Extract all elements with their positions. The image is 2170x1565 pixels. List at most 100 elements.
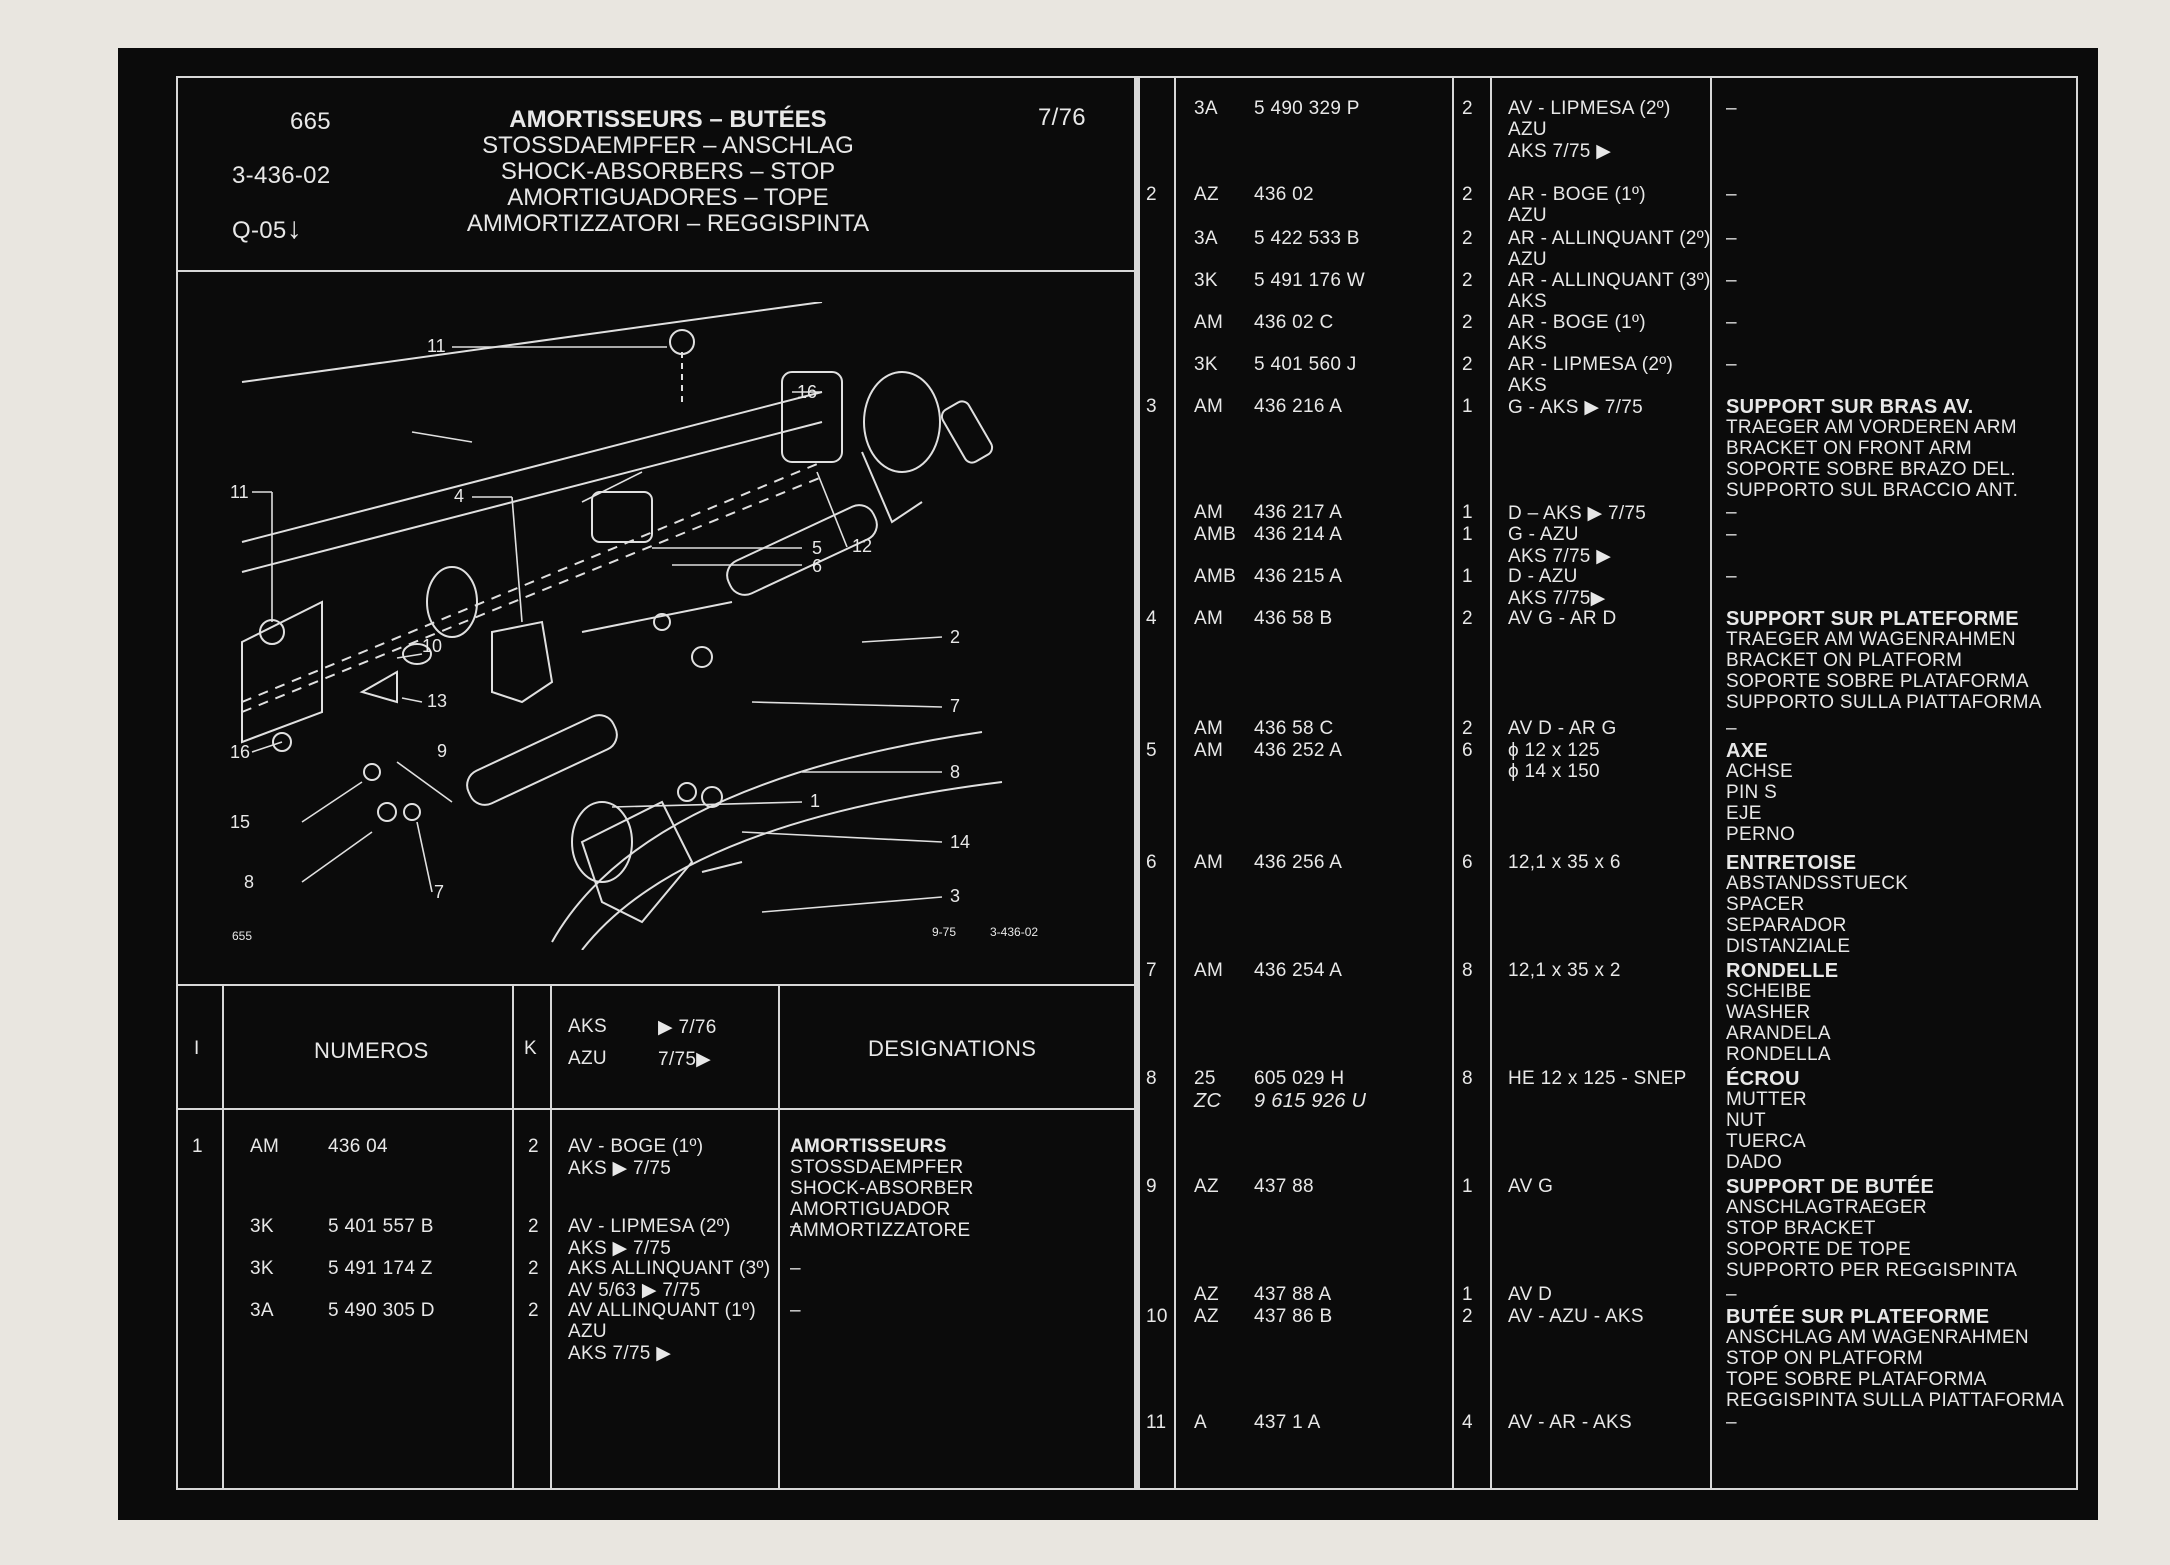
- callout-7-lower: 7: [434, 882, 444, 902]
- application-text: AKS ▶ 7/75: [568, 1158, 672, 1179]
- part-number: 436 04: [328, 1136, 388, 1157]
- sheet-header: 665 7/76 3-436-02 Q-05↓ AMORTISSEURS – B…: [178, 78, 1138, 272]
- title-it: AMMORTIZZATORI – REGGISPINTA: [466, 210, 870, 237]
- row-prefix: 3A: [1194, 98, 1218, 119]
- row-qty: 6: [1462, 852, 1473, 873]
- row-prefix: AMB: [1194, 524, 1237, 545]
- drawing-footer-right: 3-436-02: [990, 925, 1038, 939]
- callout-1: 1: [810, 791, 820, 811]
- part-number: 436 58 C: [1254, 718, 1334, 739]
- designation-text: –: [1726, 98, 1737, 119]
- designation-text: –: [1726, 1284, 1737, 1305]
- row-prefix: AM: [1194, 502, 1224, 523]
- row-prefix: A: [1194, 1412, 1207, 1433]
- designation-text: DISTANZIALE: [1726, 936, 1851, 957]
- part-number: 436 217 A: [1254, 502, 1343, 523]
- part-number: 605 029 H: [1254, 1068, 1345, 1089]
- application-text: AKS: [1508, 333, 1547, 354]
- designation-text: TRAEGER AM WAGENRAHMEN: [1726, 629, 2016, 650]
- washer-upper: [653, 613, 671, 631]
- application-text: AR - BOGE (1º): [1508, 184, 1646, 205]
- col-azu-date: 7/75▶: [658, 1049, 712, 1070]
- application-text: AZU: [1508, 249, 1547, 270]
- wheel-arc-inner: [581, 781, 1003, 950]
- application-text: AV G - AR D: [1508, 608, 1617, 629]
- row-prefix: 3K: [250, 1216, 274, 1237]
- part-number: 437 88: [1254, 1176, 1314, 1197]
- designation-text: ARANDELA: [1726, 1023, 1831, 1044]
- designation-text: PIN S: [1726, 782, 1778, 803]
- designation-text: STOP BRACKET: [1726, 1218, 1876, 1239]
- callout-7: 7: [950, 696, 960, 716]
- row-qty: 2: [1462, 98, 1473, 119]
- row-qty: 2: [1462, 184, 1473, 205]
- callout-9: 9: [437, 741, 447, 761]
- shock-absorber-lower: [466, 714, 618, 806]
- designation-text: RONDELLA: [1726, 1044, 1831, 1065]
- drawing-svg: 11 4 16 5 6 12 11 10 2 13 7 16 9 1 8 15: [222, 302, 1074, 950]
- designation-text: STOP ON PLATFORM: [1726, 1348, 1923, 1369]
- callout-11-top: 11: [427, 336, 446, 356]
- callout-12: 12: [852, 536, 872, 556]
- designation-text: SOPORTE SOBRE BRAZO DEL.: [1726, 459, 2016, 480]
- group-code: 3-436-02: [232, 162, 331, 189]
- designation-text: BUTÉE SUR PLATEFORME: [1726, 1306, 1990, 1328]
- title-es: AMORTIGUADORES – TOPE: [507, 184, 829, 211]
- application-text: AZU: [1508, 205, 1547, 226]
- designation-text: –: [1726, 228, 1737, 249]
- row-qty: 2: [1462, 312, 1473, 333]
- application-text: AKS 7/75 ▶: [1508, 546, 1612, 567]
- title-en: SHOCK-ABSORBERS – STOP: [500, 158, 836, 185]
- part-number: 436 02: [1254, 184, 1314, 205]
- row-index: 11: [1146, 1412, 1167, 1433]
- designation-text: –: [1726, 270, 1737, 291]
- row-prefix: 3K: [250, 1258, 274, 1279]
- row-prefix: 3K: [1194, 270, 1218, 291]
- lower-bracket: [580, 800, 694, 924]
- stop-13: [359, 670, 398, 704]
- row-qty: 6: [1462, 740, 1473, 761]
- designation-text: SUPPORTO PER REGGISPINTA: [1726, 1260, 2018, 1281]
- designation-text: MUTTER: [1726, 1089, 1807, 1110]
- row-index: 5: [1146, 740, 1157, 761]
- designation-text: SEPARADOR: [1726, 915, 1847, 936]
- row-index: 8: [1146, 1068, 1157, 1089]
- application-text: ϕ 12 x 125: [1508, 740, 1600, 761]
- application-text: AKS 7/75 ▶: [1508, 141, 1612, 162]
- callout-4: 4: [454, 486, 464, 506]
- row-prefix: 3K: [1194, 354, 1218, 375]
- designation-text: ENTRETOISE: [1726, 852, 1857, 874]
- designation-text: –: [1726, 718, 1737, 739]
- application-text: AKS: [1508, 375, 1547, 396]
- application-text: AKS ▶ 7/75: [568, 1238, 672, 1259]
- designation-text: BRACKET ON PLATFORM: [1726, 650, 1963, 671]
- designation-text: –: [790, 1216, 801, 1237]
- row-prefix: 3A: [1194, 228, 1218, 249]
- col-designations-header: DESIGNATIONS: [868, 1036, 1037, 1061]
- down-arrow-icon: ↓: [286, 212, 302, 245]
- designation-text: AMORTISSEURS: [790, 1136, 947, 1157]
- callout-14: 14: [950, 832, 970, 852]
- application-text: D – AKS ▶ 7/75: [1508, 503, 1647, 524]
- row-qty: 1: [1462, 566, 1473, 587]
- designation-text: AMMORTIZZATORE: [790, 1220, 971, 1241]
- frame-rail: [241, 302, 823, 573]
- application-text: AR - BOGE (1º): [1508, 312, 1646, 333]
- application-text: AKS ALLINQUANT (3º): [568, 1258, 771, 1279]
- designation-text: DADO: [1726, 1152, 1783, 1173]
- designation-text: SCHEIBE: [1726, 981, 1812, 1002]
- washer-15: [363, 763, 381, 781]
- drawing-footer-mid: 9-75: [932, 925, 956, 939]
- part-number: 436 58 B: [1254, 608, 1333, 629]
- row-qty: 4: [1462, 1412, 1473, 1433]
- designation-text: AMORTIGUADOR: [790, 1199, 951, 1220]
- part-number: 5 491 176 W: [1254, 270, 1366, 291]
- row-prefix: 25: [1194, 1068, 1216, 1089]
- application-text: AR - ALLINQUANT (3º): [1508, 270, 1711, 291]
- washer-7: [677, 782, 697, 802]
- designation-text: SUPPORT DE BUTÉE: [1726, 1176, 1935, 1198]
- application-text: G - AKS ▶ 7/75: [1508, 397, 1643, 418]
- row-index: 7: [1146, 960, 1157, 981]
- callout-11-left: 11: [230, 482, 249, 502]
- row-prefix: AM: [1194, 740, 1224, 761]
